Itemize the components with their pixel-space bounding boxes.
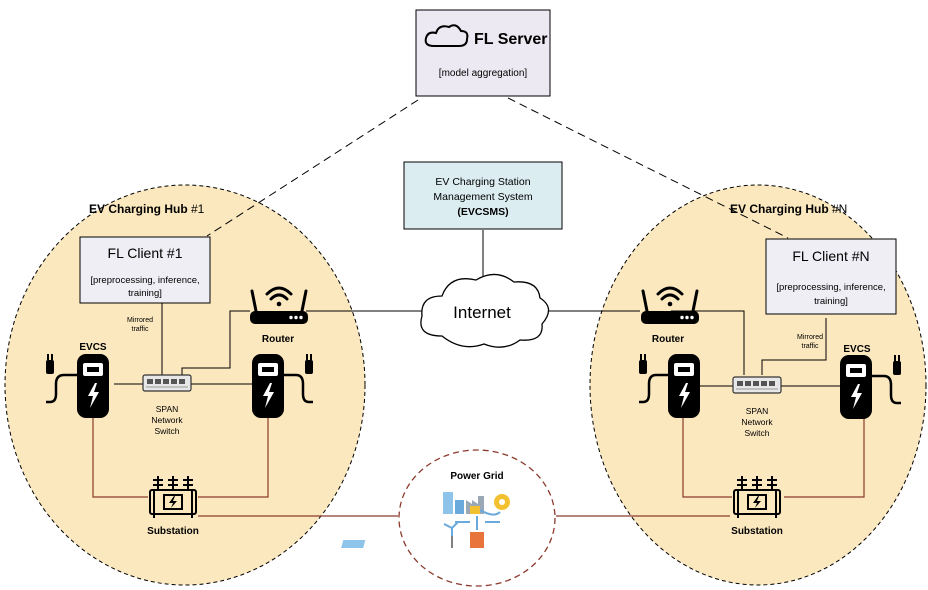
server-subtitle: [model aggregation]: [439, 68, 528, 79]
switch-n-line1: SPAN: [746, 406, 769, 416]
mirrored-n-line2: traffic: [802, 343, 819, 350]
evcs-n-label: EVCS: [843, 344, 871, 355]
internet-cloud: Internet: [420, 273, 550, 348]
client-n-line2: training]: [814, 296, 848, 307]
power-lines: [92, 417, 865, 517]
substation-n-label: Substation: [731, 526, 783, 537]
switch-n-line2: Network: [741, 417, 773, 427]
power-grid-icon: [341, 492, 510, 548]
ev-charger-icon: [639, 354, 700, 418]
ev-charger-icon: [46, 354, 109, 418]
switch-1-line1: SPAN: [156, 404, 179, 414]
client-1-line2: training]: [128, 288, 162, 299]
network-switch-icon: [142, 374, 192, 392]
client-1-title: FL Client #1: [108, 245, 183, 261]
fl-client-1-box: FL Client #1 [preprocessing, inference, …: [79, 236, 211, 304]
power-grid-label: Power Grid: [450, 471, 503, 482]
evcsms-box: EV Charging Station Management System (E…: [403, 161, 563, 230]
switch-1-line2: Network: [151, 415, 183, 425]
hub-n: EV Charging Hub #N FL Client #N [preproc…: [639, 202, 901, 537]
client-1-line1: [preprocessing, inference,: [90, 275, 199, 286]
hub-1-title-bold: EV Charging Hub: [89, 202, 188, 216]
switch-1-line3: Switch: [154, 426, 179, 436]
server-client1-link: [206, 99, 419, 237]
client-n-title: FL Client #N: [792, 248, 869, 264]
mirrored-1-line2: traffic: [132, 326, 149, 333]
mirrored-n-line1: Mirrored: [797, 334, 823, 341]
hub-n-title-num: #N: [829, 202, 848, 216]
evcsms-line3: (EVCSMS): [457, 206, 508, 218]
fl-client-n-box: FL Client #N [preprocessing, inference, …: [765, 238, 897, 315]
hub-1-title-num: #1: [188, 202, 205, 216]
server-title: FL Server: [474, 31, 548, 48]
internet-label: Internet: [453, 303, 511, 322]
hub-n-title-bold: EV Charging Hub: [730, 202, 829, 216]
mirrored-1-line1: Mirrored: [127, 317, 153, 324]
network-links: [114, 230, 840, 387]
evcsms-line2: Management System: [433, 191, 532, 203]
network-switch-icon: [732, 376, 782, 394]
evcsms-line1: EV Charging Station: [435, 176, 530, 188]
cloud-icon: [424, 24, 469, 47]
substation-1-label: Substation: [147, 526, 199, 537]
switch-n-line3: Switch: [744, 428, 769, 438]
power-grid: Power Grid: [341, 449, 556, 587]
ev-charger-icon: [840, 355, 901, 419]
router-1-label: Router: [262, 334, 294, 345]
router-n-label: Router: [652, 334, 684, 345]
hub-1: EV Charging Hub #1 FL Client #1 [preproc…: [46, 202, 313, 537]
hub-n-title: EV Charging Hub #N: [730, 202, 847, 216]
evcs-1-label: EVCS: [79, 342, 107, 353]
fl-server-box: FL Server [model aggregation]: [415, 9, 551, 97]
hub-1-title: EV Charging Hub #1: [89, 202, 205, 216]
client-n-line1: [preprocessing, inference,: [776, 282, 885, 293]
server-clientn-link: [507, 97, 789, 239]
ev-charger-icon: [252, 354, 313, 418]
cloud-icon: [420, 273, 550, 348]
